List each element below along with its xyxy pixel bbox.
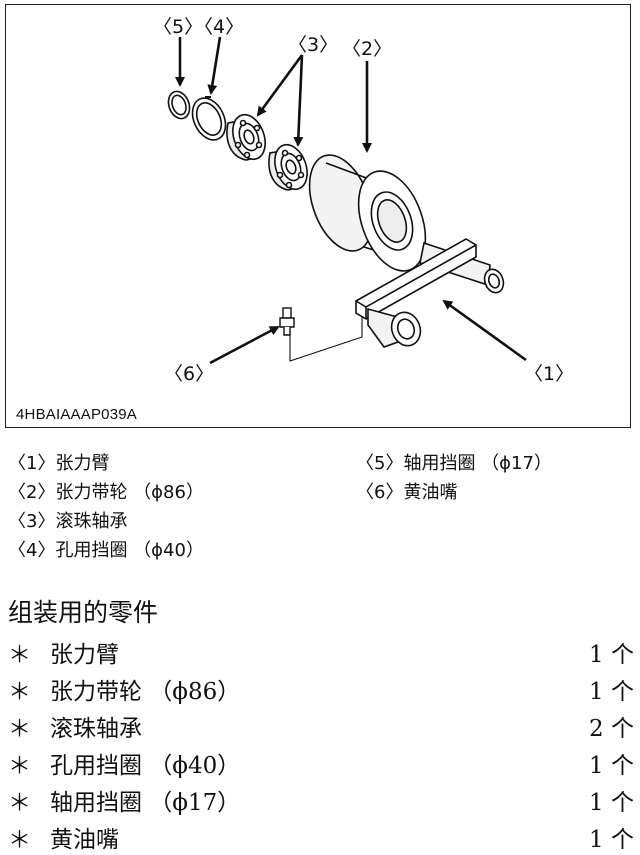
legend-item-1: 〈1〉张力臂 — [8, 453, 110, 474]
arrow-1 — [442, 299, 527, 362]
bullet-icon: ＊ — [8, 753, 31, 779]
legend-item-3: 〈3〉滚珠轴承 — [8, 511, 128, 532]
bullet-icon: ＊ — [8, 716, 31, 742]
tension-pulley — [308, 154, 427, 272]
part-quantity: 1 个 — [589, 790, 634, 816]
callout-5: 〈5〉 — [153, 16, 203, 38]
parts-section-title: 组装用的零件 — [8, 598, 159, 627]
list-item: ＊ 轴用挡圈 （ϕ17） 1 个 — [8, 781, 634, 818]
part-quantity: 1 个 — [589, 679, 634, 705]
part-name: 孔用挡圈 （ϕ40） — [50, 753, 241, 779]
part-name: 轴用挡圈 （ϕ17） — [50, 790, 241, 816]
callout-3: 〈3〉 — [288, 34, 338, 56]
part-name: 黄油嘴 — [50, 827, 119, 853]
callout-2: 〈2〉 — [342, 38, 392, 60]
callout-1: 〈1〉 — [524, 363, 574, 385]
ball-bearing-2 — [268, 143, 308, 191]
part-name: 张力臂 — [50, 642, 119, 668]
tension-arm — [355, 238, 505, 348]
arrow-6 — [209, 325, 280, 365]
legend-left-column: 〈1〉张力臂 〈2〉张力带轮 （ϕ86） 〈3〉滚珠轴承 〈4〉孔用挡圈 （ϕ4… — [8, 449, 204, 565]
legend-item-6: 〈6〉黄油嘴 — [356, 482, 458, 503]
list-item: ＊ 张力带轮 （ϕ86） 1 个 — [8, 670, 634, 707]
part-quantity: 1 个 — [589, 827, 634, 853]
list-item: ＊ 黄油嘴 1 个 — [8, 818, 634, 855]
list-item: ＊ 张力臂 1 个 — [8, 633, 634, 670]
bullet-icon: ＊ — [8, 679, 31, 705]
part-name: 滚珠轴承 — [50, 716, 142, 742]
figure-id-label: 4HBAIAAAP039A — [16, 406, 138, 423]
bullet-icon: ＊ — [8, 790, 31, 816]
exploded-view-drawing: 〈5〉 〈4〉 〈3〉 〈2〉 〈1〉 〈6〉 — [153, 16, 574, 385]
arrow-3b — [293, 54, 304, 147]
ball-bearing-1 — [226, 113, 266, 161]
callout-4: 〈4〉 — [194, 16, 244, 38]
legend-right-column: 〈5〉轴用挡圈 （ϕ17） 〈6〉黄油嘴 — [356, 449, 552, 507]
grease-nipple — [279, 307, 363, 362]
leader-arrows — [175, 36, 527, 365]
part-quantity: 1 个 — [589, 642, 634, 668]
legend-item-2: 〈2〉张力带轮 （ϕ86） — [8, 482, 204, 503]
arrow-3a — [256, 54, 304, 117]
list-item: ＊ 孔用挡圈 （ϕ40） 1 个 — [8, 744, 634, 781]
shaft-snap-ring — [167, 90, 191, 120]
part-quantity: 1 个 — [589, 753, 634, 779]
part-name: 张力带轮 （ϕ86） — [50, 679, 241, 705]
bullet-icon: ＊ — [8, 827, 31, 853]
legend-item-5: 〈5〉轴用挡圈 （ϕ17） — [356, 453, 552, 474]
hole-snap-ring — [191, 96, 227, 141]
arrow-4 — [207, 36, 222, 95]
part-quantity: 2 个 — [589, 716, 634, 742]
callout-6: 〈6〉 — [164, 363, 214, 385]
bullet-icon: ＊ — [8, 642, 31, 668]
legend-item-4: 〈4〉孔用挡圈 （ϕ40） — [8, 540, 204, 561]
exploded-view-figure: 〈5〉 〈4〉 〈3〉 〈2〉 〈1〉 〈6〉 4HBAIAAAP039A — [5, 4, 631, 428]
parts-list: ＊ 张力臂 1 个 ＊ 张力带轮 （ϕ86） 1 个 ＊ 滚珠轴承 2 个 ＊ … — [8, 633, 634, 855]
list-item: ＊ 滚珠轴承 2 个 — [8, 707, 634, 744]
